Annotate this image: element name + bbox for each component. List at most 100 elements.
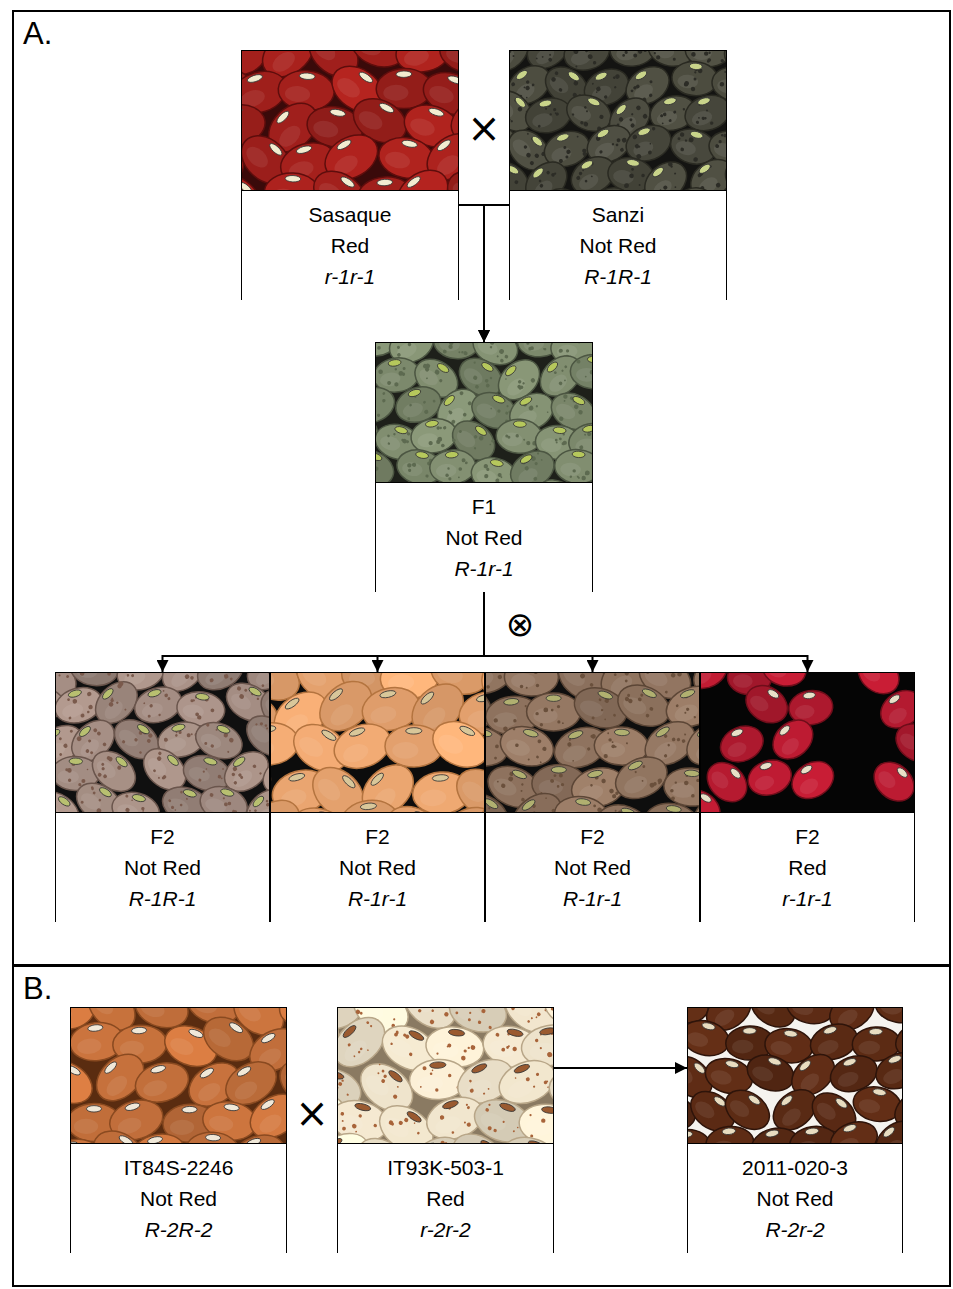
- seed-speckle: [396, 345, 400, 349]
- seed-speckle: [584, 433, 586, 435]
- seed-photo: [688, 1008, 902, 1143]
- seed-highlight: [230, 767, 255, 791]
- seed: [718, 152, 726, 190]
- seed-speckle: [209, 678, 214, 683]
- genotype: R-1r-1: [563, 883, 622, 914]
- seed-hilum: [320, 728, 337, 742]
- seed-hilum: [203, 756, 218, 766]
- seed-speckle: [168, 799, 172, 803]
- seed-body: [552, 793, 610, 812]
- seed-speckle: [370, 1025, 373, 1028]
- label-box: 2011-020-3Not RedR-2r-2: [688, 1143, 902, 1253]
- seed-speckle: [86, 691, 92, 697]
- seed-highlight: [208, 1114, 234, 1132]
- seed-speckle: [358, 1114, 362, 1118]
- seed-speckle: [408, 468, 412, 472]
- seed-hilum: [582, 424, 592, 433]
- seed-speckle: [500, 358, 505, 363]
- seed-speckle: [264, 724, 268, 728]
- seed-speckle: [359, 1047, 363, 1051]
- seed-speckle: [587, 747, 591, 751]
- seed-highlight: [427, 83, 456, 106]
- seed-speckle: [624, 673, 630, 676]
- seed-highlight: [547, 73, 572, 96]
- seed: [447, 759, 484, 812]
- seed-highlight: [525, 1118, 553, 1137]
- seed-hilum: [471, 1062, 488, 1075]
- seed-speckle: [407, 463, 412, 468]
- genotype: R-2R-2: [145, 1214, 213, 1245]
- label-box: F2Not RedR-1r-1: [271, 812, 484, 922]
- seed-speckle: [535, 712, 538, 715]
- seed-speckle: [649, 80, 653, 84]
- seed-speckle: [573, 51, 579, 55]
- seed-photo: [56, 673, 269, 812]
- seed-speckle: [379, 1063, 381, 1065]
- seed-speckle: [497, 473, 502, 478]
- seed-speckle: [459, 390, 464, 395]
- seed-speckle: [571, 113, 574, 116]
- line-name: IT84S-2246: [124, 1152, 234, 1183]
- seed-speckle: [153, 769, 157, 773]
- seed-hilum: [480, 361, 494, 373]
- seed-hilum: [442, 394, 456, 408]
- seed-speckle: [557, 785, 560, 788]
- seed-speckle: [677, 137, 681, 141]
- seed-body: [379, 797, 450, 812]
- seed-speckle: [524, 673, 526, 674]
- seed-hilum: [696, 725, 699, 739]
- seed-body: [226, 1128, 286, 1143]
- seed-highlight: [236, 1008, 265, 1025]
- seed: [549, 1133, 553, 1143]
- seed-body: [663, 766, 699, 808]
- seed-highlight: [650, 177, 675, 190]
- seed-body: [718, 152, 726, 190]
- seed-speckle: [424, 409, 429, 414]
- seed-speckle: [589, 682, 594, 687]
- seed-highlight: [504, 375, 528, 399]
- seed-highlight: [203, 673, 228, 688]
- seed-speckle: [691, 794, 695, 798]
- seed-speckle: [496, 355, 499, 358]
- seed-speckle: [684, 81, 689, 86]
- seed-speckle: [649, 706, 654, 711]
- seed-highlight: [510, 51, 518, 70]
- seed-highlight: [506, 1008, 536, 1020]
- seed-speckle: [553, 108, 557, 112]
- seed-hilum: [805, 1127, 819, 1135]
- seed-speckle: [448, 410, 453, 415]
- seed-speckle: [647, 150, 652, 155]
- seed-speckle: [578, 409, 584, 415]
- seed: [270, 1131, 286, 1143]
- seed-hilum: [341, 1024, 357, 1040]
- seed-hilum: [415, 451, 429, 460]
- seed-hilum: [499, 1102, 516, 1113]
- seed-highlight: [601, 741, 626, 757]
- seed-hilum: [379, 689, 396, 699]
- seed-speckle: [340, 1112, 344, 1116]
- phenotype: Red: [788, 852, 827, 883]
- seed-highlight: [94, 757, 119, 781]
- seed-speckle: [551, 780, 554, 783]
- cross-arrow: [459, 205, 484, 342]
- seed-speckle: [238, 773, 243, 778]
- line-name: F2: [365, 821, 390, 852]
- seed-speckle: [451, 438, 456, 443]
- seed: [679, 712, 699, 774]
- seed: [530, 472, 587, 482]
- seed-hilum: [580, 159, 594, 171]
- seed-hilum: [587, 769, 603, 779]
- seed-photo: [338, 1008, 553, 1143]
- seed-speckle: [670, 789, 674, 793]
- seed-speckle: [489, 343, 494, 345]
- seed-hilum: [626, 159, 640, 168]
- seed-speckle: [629, 173, 634, 178]
- seed-speckle: [566, 349, 569, 352]
- seed-speckle: [638, 184, 640, 186]
- seed-highlight: [378, 434, 402, 453]
- seed-highlight: [182, 703, 205, 719]
- seed-speckle: [396, 352, 401, 357]
- seed-speckle: [430, 1072, 433, 1075]
- seed-hilum: [57, 795, 72, 808]
- seed-speckle: [673, 110, 677, 114]
